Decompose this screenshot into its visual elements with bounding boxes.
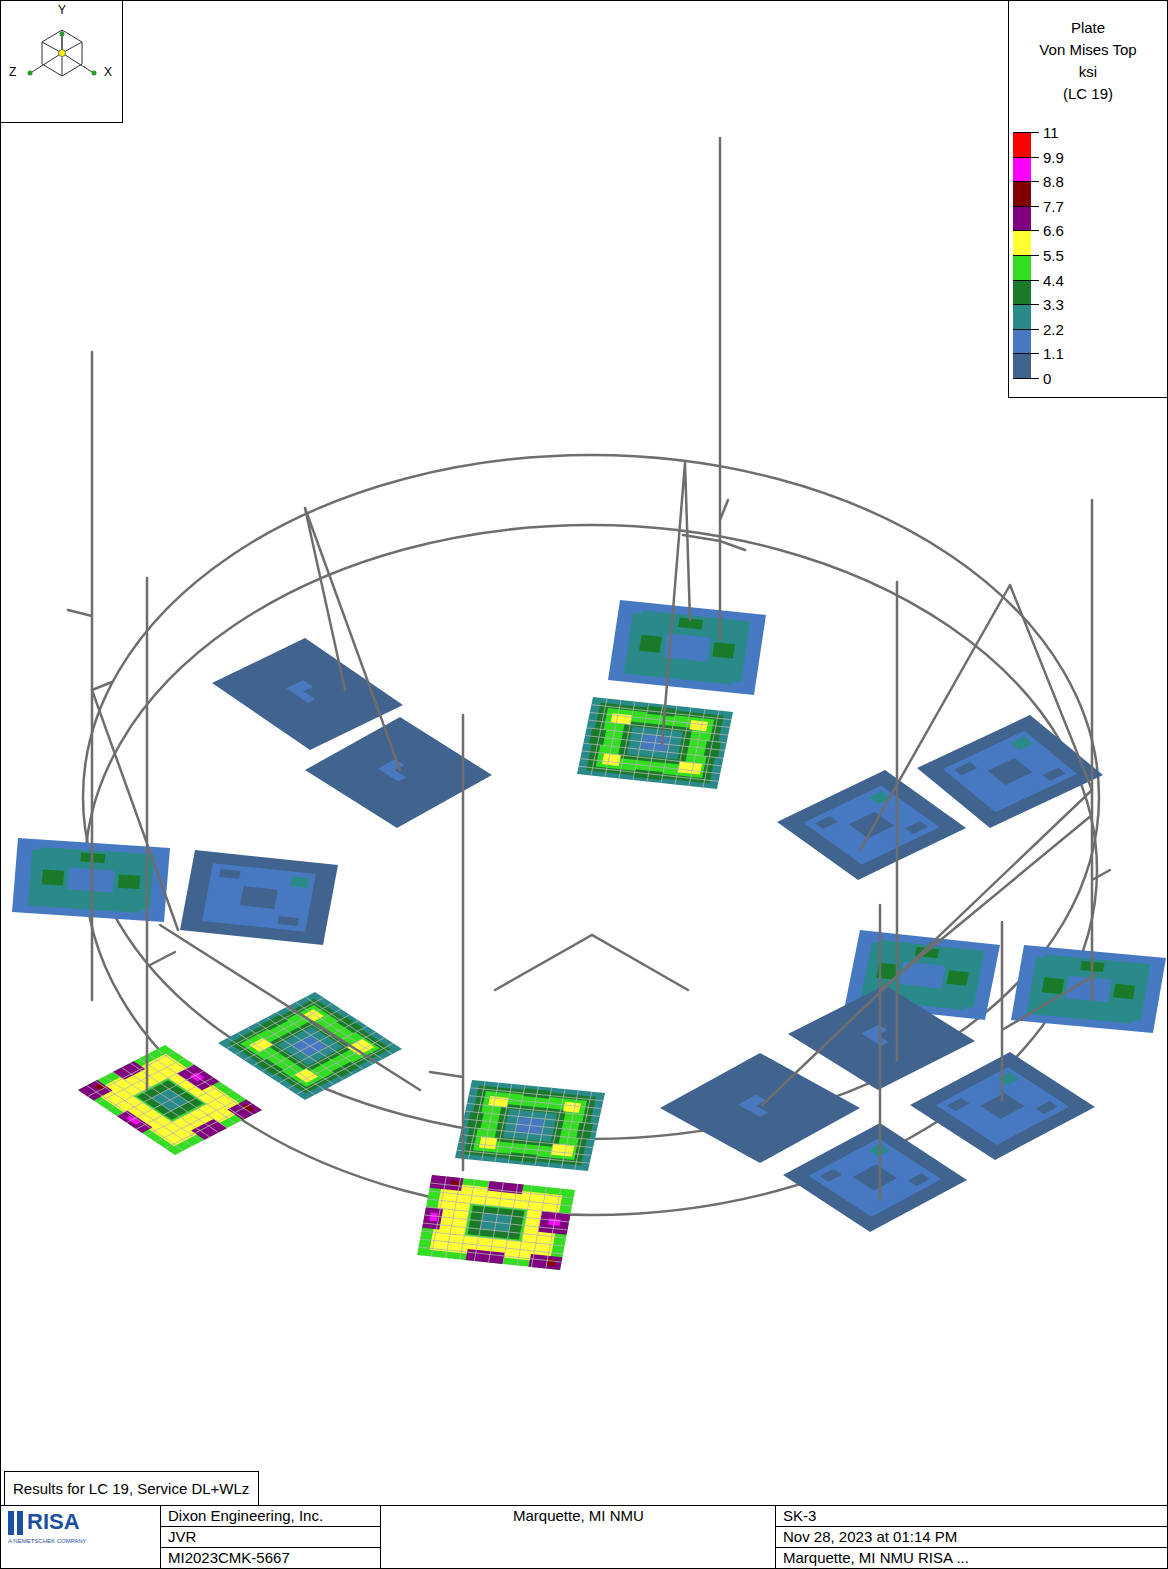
legend-value: 5.5 bbox=[1043, 247, 1064, 264]
logo-text: RISA bbox=[27, 1509, 80, 1534]
title-cell: Dixon Engineering, Inc. bbox=[168, 1507, 323, 1524]
legend-swatch bbox=[1013, 354, 1031, 379]
results-box: Results for LC 19, Service DL+WLz bbox=[4, 1471, 259, 1506]
axis-label: Z bbox=[9, 66, 16, 80]
legend-swatch bbox=[1013, 330, 1031, 355]
title-cell: SK-3 bbox=[783, 1507, 816, 1524]
node-text: ksi bbox=[1009, 63, 1167, 80]
legend-swatch bbox=[1013, 158, 1031, 183]
legend-value: 8.8 bbox=[1043, 173, 1064, 190]
legend-swatch bbox=[1013, 207, 1031, 232]
logo-subtext: A NEMETSCHEK COMPANY bbox=[8, 1538, 87, 1545]
title-cell: Marquette, MI NMU bbox=[513, 1507, 644, 1524]
legend-swatch bbox=[1013, 133, 1031, 158]
legend-value: 9.9 bbox=[1043, 149, 1064, 166]
legend-value: 11 bbox=[1043, 124, 1059, 141]
legend-swatch bbox=[1013, 256, 1031, 281]
title-cell: Marquette, MI NMU RISA ... bbox=[783, 1549, 969, 1566]
legend-swatch bbox=[1013, 182, 1031, 207]
legend-value: 1.1 bbox=[1043, 345, 1064, 362]
legend-value: 0 bbox=[1043, 370, 1051, 387]
legend-value: 3.3 bbox=[1043, 296, 1064, 313]
legend-value: 6.6 bbox=[1043, 222, 1064, 239]
node-text: Results for LC 19, Service DL+WLz bbox=[13, 1480, 249, 1497]
title-cell: Nov 28, 2023 at 01:14 PM bbox=[783, 1528, 957, 1545]
legend-swatch bbox=[1013, 281, 1031, 306]
node-text: Plate bbox=[1009, 19, 1167, 36]
legend-value: 4.4 bbox=[1043, 272, 1064, 289]
legend-value: 2.2 bbox=[1043, 321, 1064, 338]
axis-label: X bbox=[104, 66, 112, 80]
axis-label: Y bbox=[58, 4, 66, 18]
title-cell: JVR bbox=[168, 1528, 196, 1545]
legend-value: 7.7 bbox=[1043, 198, 1064, 215]
legend-panel: PlateVon Mises Top ksi (LC 19) 11 9.9 8.8 7.7 6… bbox=[1008, 0, 1168, 398]
node-text: (LC 19) bbox=[1009, 85, 1167, 102]
legend-swatch bbox=[1013, 305, 1031, 330]
legend-swatch bbox=[1013, 231, 1031, 256]
title-cell: MI2023CMK-5667 bbox=[168, 1549, 290, 1566]
node-text: Von Mises Top bbox=[1009, 41, 1167, 58]
legend-tick bbox=[1013, 378, 1039, 379]
